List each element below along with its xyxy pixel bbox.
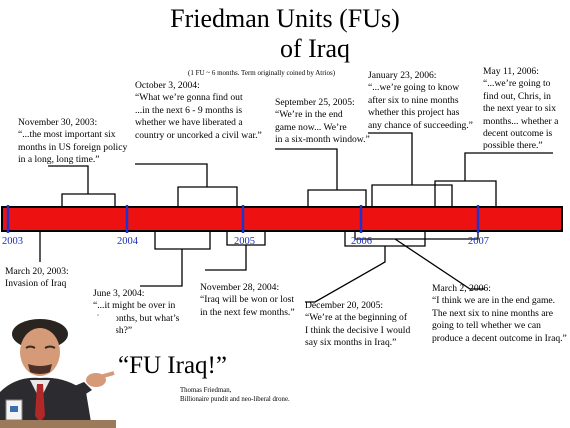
year-label-2007: 2007 [468,236,489,247]
fu-iraq-quote: “FU Iraq!” [118,352,227,379]
note-may-2006: May 11, 2006: “...we’re going to find ou… [483,66,559,152]
year-label-2004: 2004 [117,236,138,247]
bracket-may2006 [434,152,553,207]
note-sep-2005: September 25, 2005: “We’re in the end ga… [275,97,370,146]
year-label-2006: 2006 [351,236,372,247]
note-mar-2006: March 2, 2006: “I think we are in the en… [432,283,567,344]
caption-description: Billionaire pundit and neo-liberal drone… [180,396,290,403]
note-mar-2003: March 20, 2003: Invasion of Iraq [5,266,69,290]
year-label-2003: 2003 [2,236,23,247]
bracket-mar2006 [354,231,485,290]
subtitle-note: (1 FU ~ 6 months. Term originally coined… [188,69,336,77]
bracket-jan2006 [368,132,453,207]
bracket-nov2004 [205,231,266,271]
note-nov-2003: November 30, 2003: “...the most importan… [18,117,128,166]
caption-name: Thomas Friedman, [180,387,232,394]
timeline-bar [1,206,563,232]
year-label-2005: 2005 [234,236,255,247]
diagram-title: Friedman Units (FUs) [170,4,400,33]
friedman-portrait [0,316,116,428]
note-jan-2006: January 23, 2006: “...we’re going to kno… [368,70,473,131]
note-dec-2005: December 20, 2005: “We’re at the beginni… [305,300,411,349]
diagram-title-line2: of Iraq [279,34,350,63]
note-nov-2004: November 28, 2004: “Iraq will be won or … [200,282,295,318]
note-oct-2004: October 3, 2004: “What we’re gonna find … [135,80,262,141]
bracket-jun2004 [140,231,211,287]
bracket-oct2004 [135,163,238,207]
bracket-nov2003 [48,165,116,207]
bracket-sep2005 [275,148,367,207]
